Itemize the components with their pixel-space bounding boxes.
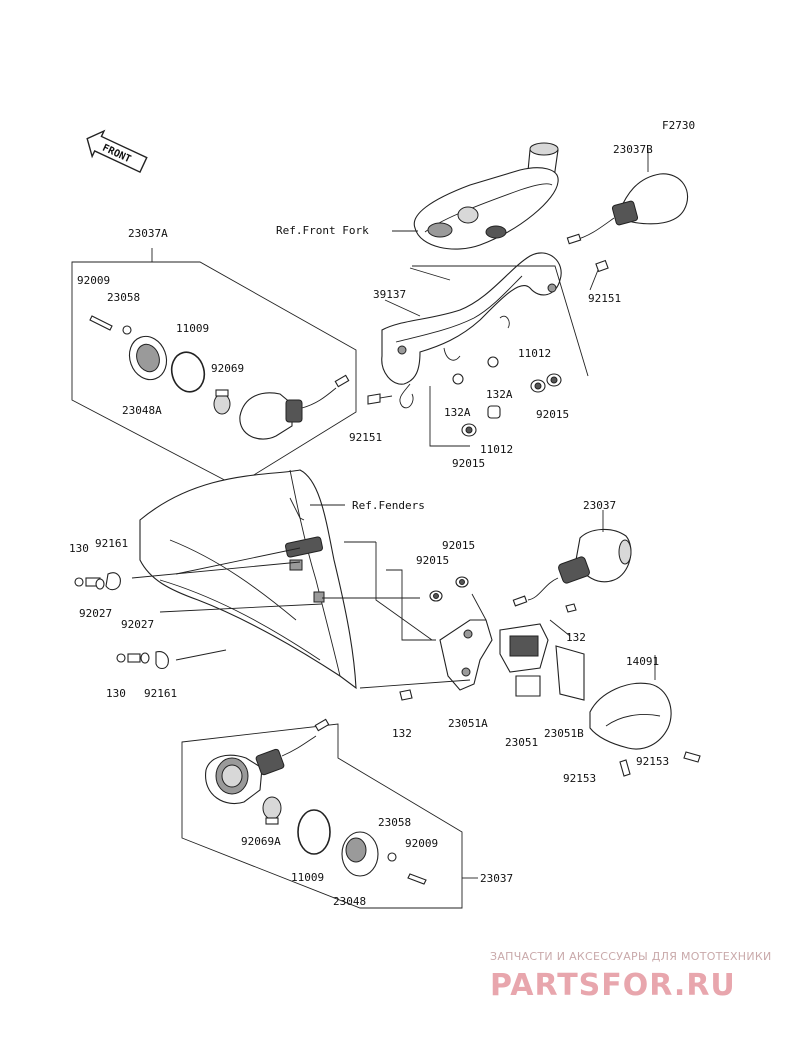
nuts-and-collars-top bbox=[367, 356, 562, 437]
bolt-92151-top bbox=[589, 259, 609, 291]
part-label-132A-right: 132A bbox=[486, 388, 513, 401]
part-label-92015-fender-a: 92015 bbox=[442, 539, 475, 552]
part-label-132-left: 132 bbox=[392, 727, 412, 740]
part-label-23037-front: 23037 bbox=[583, 499, 616, 512]
part-label-23037A: 23037A bbox=[128, 227, 168, 240]
part-label-132-right: 132 bbox=[566, 631, 586, 644]
part-label-23051B: 23051B bbox=[544, 727, 584, 740]
part-label-130-top: 130 bbox=[69, 542, 89, 555]
part-label-23048A: 23048A bbox=[122, 404, 162, 417]
part-label-11012-bottom: 11012 bbox=[480, 443, 513, 456]
part-label-92015-right: 92015 bbox=[536, 408, 569, 421]
part-label-130-bottom: 130 bbox=[106, 687, 126, 700]
part-label-92027-right: 92027 bbox=[121, 618, 154, 631]
part-label-23058-bottom: 23058 bbox=[378, 816, 411, 829]
part-label-92009: 92009 bbox=[77, 274, 110, 287]
part-label-23051: 23051 bbox=[505, 736, 538, 749]
fender-outline bbox=[139, 469, 357, 690]
part-label-92151-left: 92151 bbox=[349, 431, 382, 444]
part-label-92069A: 92069A bbox=[241, 835, 281, 848]
part-label-92027-left: 92027 bbox=[79, 607, 112, 620]
part-label-92161-top: 92161 bbox=[95, 537, 128, 550]
fender-screws-left bbox=[74, 572, 169, 670]
watermark-tagline: ЗАПЧАСТИ И АКСЕССУАРЫ ДЛЯ МОТОТЕХНИКИ bbox=[490, 950, 772, 963]
bracket-23051-group bbox=[399, 576, 585, 701]
part-label-132A-left: 132A bbox=[444, 406, 471, 419]
turn-signal-front-right bbox=[512, 510, 632, 607]
front-arrow-icon: FRONT bbox=[86, 129, 148, 174]
part-label-92153-right: 92153 bbox=[636, 755, 669, 768]
part-label-92161-bottom: 92161 bbox=[144, 687, 177, 700]
part-label-14091: 14091 bbox=[626, 655, 659, 668]
figure-code: F2730 bbox=[662, 119, 695, 132]
part-label-92153-left: 92153 bbox=[563, 772, 596, 785]
turn-signal-rear-right bbox=[566, 150, 689, 245]
ref-fenders-label: Ref.Fenders bbox=[352, 499, 425, 512]
part-label-23058: 23058 bbox=[107, 291, 140, 304]
exploded-box-23037 bbox=[181, 718, 478, 909]
part-label-11009-bottom: 11009 bbox=[291, 871, 324, 884]
part-label-11009: 11009 bbox=[176, 322, 209, 335]
part-label-23037B: 23037B bbox=[613, 143, 653, 156]
watermark-logo: PARTSFOR.RU bbox=[490, 968, 736, 1003]
ref-front-fork-label: Ref.Front Fork bbox=[276, 224, 369, 237]
part-label-92015-fender-b: 92015 bbox=[416, 554, 449, 567]
front-fork-assembly bbox=[381, 142, 562, 409]
part-label-92151-right: 92151 bbox=[588, 292, 621, 305]
part-label-92015-bottom: 92015 bbox=[452, 457, 485, 470]
part-label-92009-bottom: 92009 bbox=[405, 837, 438, 850]
exploded-box-23037A bbox=[71, 248, 357, 487]
part-label-39137: 39137 bbox=[373, 288, 406, 301]
part-label-23048: 23048 bbox=[333, 895, 366, 908]
license-cover-14091 bbox=[589, 655, 701, 777]
part-label-11012-top: 11012 bbox=[518, 347, 551, 360]
part-label-23037-bottom: 23037 bbox=[480, 872, 513, 885]
part-label-23051A: 23051A bbox=[448, 717, 488, 730]
part-label-92069: 92069 bbox=[211, 362, 244, 375]
